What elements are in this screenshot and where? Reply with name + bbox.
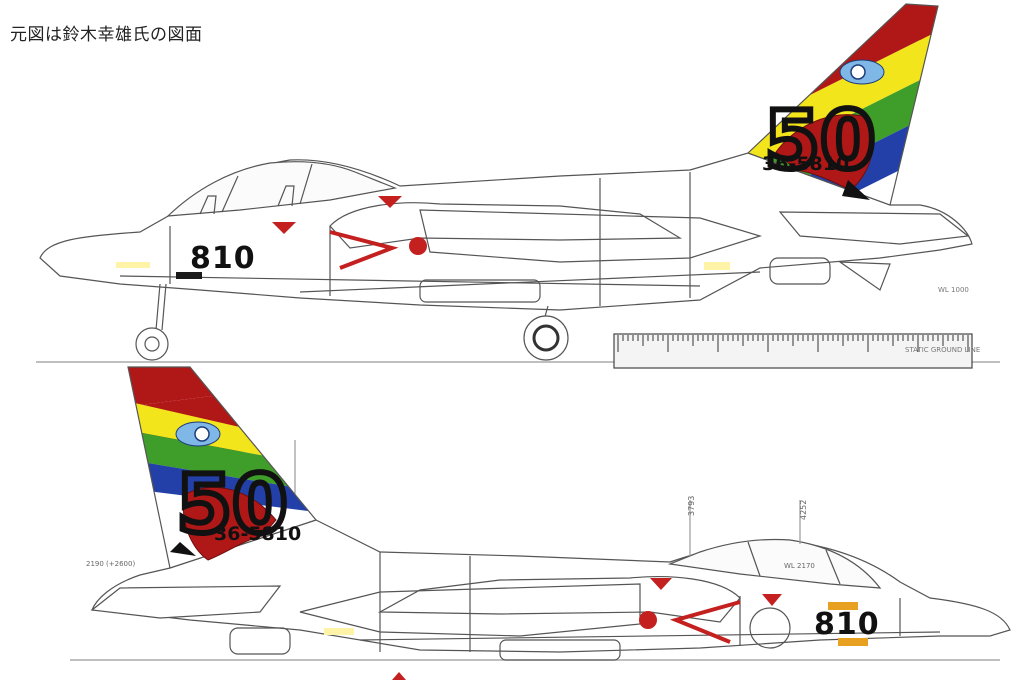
warning-triangle [762,594,782,606]
dimension-label: 2190 (+2600) [86,560,135,568]
wheel-icon [144,336,160,352]
red-marker [639,611,657,629]
nose-gear [135,283,169,361]
credit-caption: 元図は鈴木幸雄氏の図面 [10,25,203,45]
warning-triangle [272,222,296,234]
dimension-label: WL 2170 [784,562,815,570]
serial-top: 36-5810 [762,153,849,175]
canopy [166,161,398,217]
dimension-label: 4252 [799,500,808,520]
horizontal-stabilizer [90,585,282,619]
yellow-panel [828,602,858,610]
side-view-aircraft [36,152,1000,363]
serial-bottom: 36-5810 [214,523,301,545]
sea-eagle-icon [775,114,875,200]
sea-eagle-icon [170,486,277,561]
canopy [667,538,882,589]
tail-emblem-top: 50 [764,94,875,187]
nose-number-top: 810 [190,241,256,276]
data-plate [176,272,202,279]
ground-line-label: STATIC GROUND LINE [905,346,980,354]
ruler-icon [613,333,973,369]
yellow-panel [116,262,150,268]
warning-triangle [650,578,672,590]
rescue-arrow [669,600,741,644]
dimension-label: 3793 [687,496,696,516]
flipped-view-aircraft [70,440,1011,661]
rescue-arrow [329,230,399,270]
horizontal-stabilizer [778,211,970,245]
roundel-icon [175,421,221,447]
roundel-icon [839,59,885,85]
nose-number-bottom: 810 [814,607,880,642]
red-marker [409,237,427,255]
station-label: WL 1000 [938,286,969,294]
main-gear [523,305,569,361]
red-marker [392,672,406,680]
yellow-panel [704,262,730,270]
tail-emblem-bottom: 50 [176,458,287,551]
warning-triangle [378,196,402,208]
yellow-panel [838,638,868,646]
yellow-panel [324,628,354,635]
